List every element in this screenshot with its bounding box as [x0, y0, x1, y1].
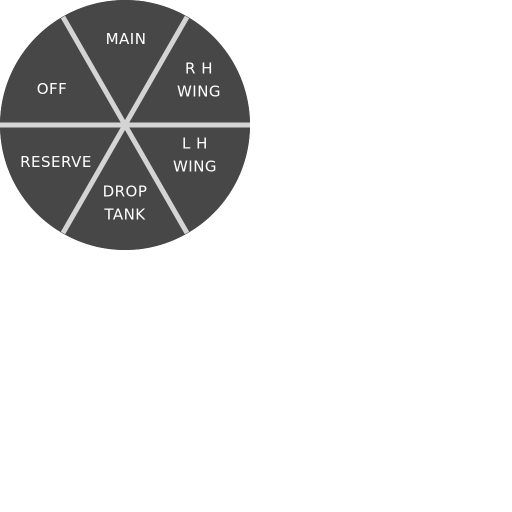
sector-main[interactable]: [62, 0, 188, 125]
divider-diagonal-b: [60, 15, 190, 235]
sector-label-line: OFF: [37, 80, 68, 98]
sector-reserve[interactable]: [0, 125, 125, 234]
sector-label-off: OFF: [37, 80, 68, 98]
sector-label-line: L H: [182, 135, 208, 153]
sector-dividers: [0, 15, 250, 235]
sector-off[interactable]: [0, 16, 125, 125]
sector-label-line: MAIN: [106, 30, 147, 48]
sector-label-reserve: RESERVE: [20, 153, 92, 171]
sector-rh-wing[interactable]: [125, 16, 250, 125]
sector-label-line: TANK: [103, 206, 146, 224]
sector-label-rh-wing: R H WING: [177, 60, 221, 101]
sector-label-drop-tank: DROP TANK: [103, 183, 148, 224]
sector-label-line: DROP: [103, 183, 148, 201]
sector-label-line: R H: [185, 60, 213, 78]
sector-label-line: WING: [173, 158, 217, 176]
sector-label-main: MAIN: [106, 30, 147, 48]
sector-drop-tank[interactable]: [62, 125, 188, 250]
sector-lh-wing[interactable]: [125, 125, 250, 234]
sector-label-line: WING: [177, 83, 221, 101]
sector-label-lh-wing: L H WING: [173, 135, 217, 176]
sector-label-line: RESERVE: [20, 153, 92, 171]
